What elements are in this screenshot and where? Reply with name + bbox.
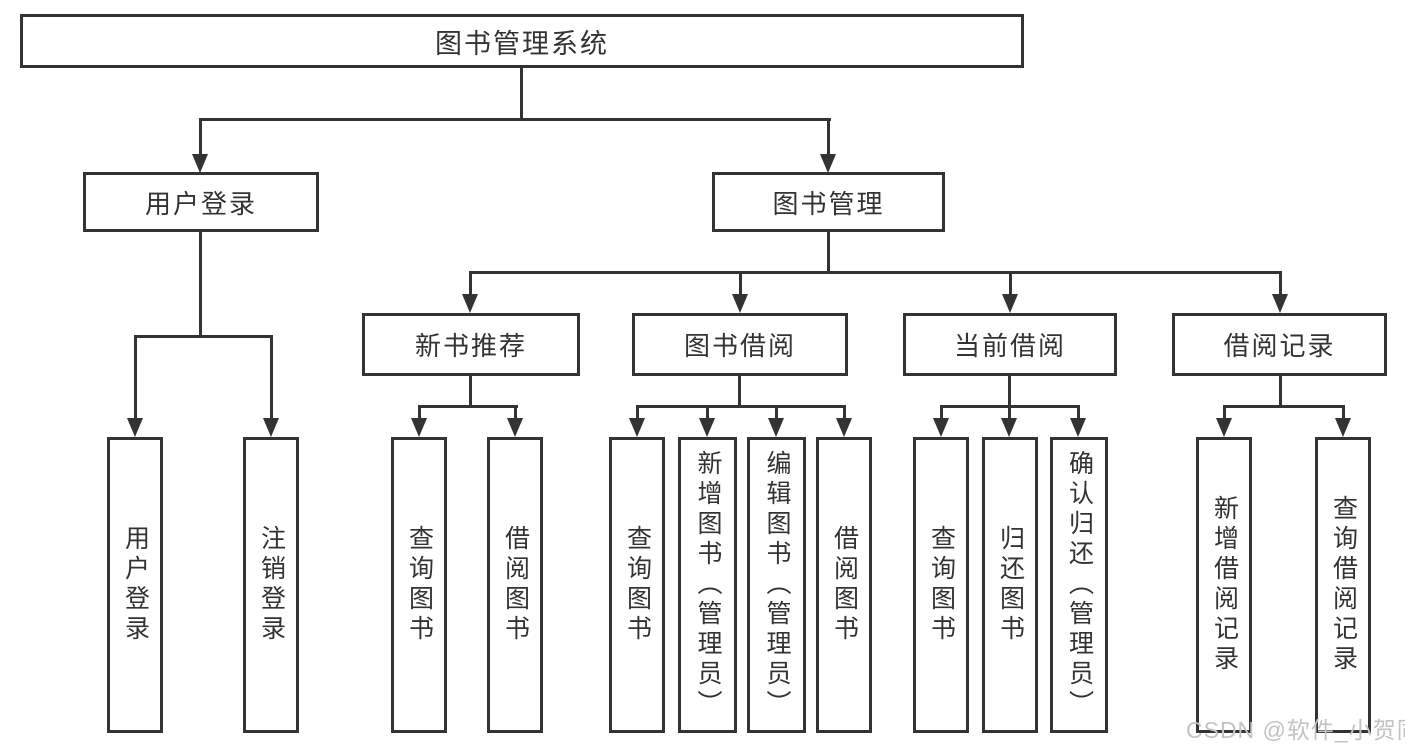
connector-line (1009, 271, 1012, 294)
leaf-label: 归还图书 (996, 525, 1025, 645)
leaf-label: 查询借阅记录 (1329, 495, 1358, 675)
leaf-recommend-borrow-books: 借阅图书 (487, 437, 543, 733)
leaf-current-return-books: 归还图书 (982, 437, 1038, 733)
leaf-label: 注销登录 (257, 525, 286, 645)
connector-line (827, 232, 830, 271)
connector-line (418, 405, 518, 408)
arrow-down-icon (507, 418, 523, 437)
arrow-down-icon (768, 418, 784, 437)
connector-line (1342, 405, 1345, 418)
connector-line (520, 68, 523, 118)
arrow-down-icon (820, 154, 836, 173)
leaf-label: 确认归还（管理员） (1065, 450, 1094, 720)
node-current-borrow: 当前借阅 (903, 313, 1117, 376)
leaf-label: 借阅图书 (501, 525, 530, 645)
node-label: 图书借阅 (683, 331, 796, 361)
arrow-down-icon (1335, 418, 1351, 437)
leaf-recommend-query-books: 查询图书 (391, 437, 447, 733)
connector-line (843, 405, 846, 418)
arrow-down-icon (127, 418, 143, 437)
leaf-label: 新增图书（管理员） (694, 450, 722, 720)
connector-line (469, 376, 472, 405)
leaf-label: 查询图书 (927, 525, 956, 645)
connector-line (1008, 405, 1011, 418)
arrow-down-icon (629, 418, 645, 437)
leaf-label: 新增借阅记录 (1210, 495, 1239, 675)
connector-line (270, 335, 273, 418)
leaf-borrow-query-books: 查询图书 (609, 437, 665, 733)
arrow-down-icon (732, 294, 748, 313)
leaf-logout: 注销登录 (243, 437, 299, 733)
arrow-down-icon (1216, 418, 1232, 437)
node-label: 借阅记录 (1223, 331, 1336, 361)
connector-line (1279, 376, 1282, 405)
leaf-label: 借阅图书 (830, 525, 859, 645)
arrow-down-icon (1002, 294, 1018, 313)
node-borrow-records: 借阅记录 (1172, 313, 1387, 376)
node-label: 新书推荐 (414, 331, 527, 361)
connector-line (469, 271, 472, 294)
connector-line (1223, 405, 1345, 408)
arrow-down-icon (699, 418, 715, 437)
connector-line (134, 335, 273, 338)
connector-line (706, 405, 709, 418)
connector-line (134, 335, 137, 418)
node-label: 图书管理系统 (435, 28, 609, 59)
connector-line (739, 271, 742, 294)
connector-line (636, 405, 639, 418)
connector-line (775, 405, 778, 418)
node-library-management-system: 图书管理系统 (20, 14, 1024, 68)
arrow-down-icon (1272, 294, 1288, 313)
leaf-label: 查询图书 (405, 525, 434, 645)
leaf-records-query-borrow-record: 查询借阅记录 (1315, 437, 1371, 733)
leaf-borrow-borrow-books: 借阅图书 (816, 437, 872, 733)
arrow-down-icon (462, 294, 478, 313)
leaf-borrow-add-books-admin: 新增图书（管理员） (678, 437, 737, 733)
node-label: 用户登录 (144, 188, 257, 219)
arrow-down-icon (1070, 418, 1086, 437)
node-user-login: 用户登录 (83, 172, 319, 232)
arrow-down-icon (836, 418, 852, 437)
arrow-down-icon (933, 418, 949, 437)
leaf-user-login: 用户登录 (107, 437, 163, 733)
node-book-borrow: 图书借阅 (632, 313, 848, 376)
arrow-down-icon (411, 418, 427, 437)
connector-line (418, 405, 421, 418)
leaf-borrow-edit-books-admin: 编辑图书（管理员） (747, 437, 806, 733)
arrow-down-icon (192, 154, 208, 173)
leaf-label: 用户登录 (121, 525, 150, 645)
connector-line (738, 376, 741, 405)
connector-line (636, 405, 846, 408)
connector-line (1077, 405, 1080, 418)
connector-line (199, 118, 831, 121)
connector-line (199, 118, 202, 156)
node-new-book-recommend: 新书推荐 (362, 313, 580, 376)
leaf-label: 查询图书 (623, 525, 652, 645)
connector-line (1279, 271, 1282, 294)
arrow-down-icon (263, 418, 279, 437)
leaf-label: 编辑图书（管理员） (763, 450, 791, 720)
connector-line (199, 232, 202, 335)
csdn-watermark: CSDN @软件_小贺同学 (1186, 717, 1405, 743)
node-book-management: 图书管理 (712, 172, 945, 232)
connector-line (940, 405, 943, 418)
connector-line (469, 271, 1282, 274)
leaf-current-confirm-return-admin: 确认归还（管理员） (1050, 437, 1108, 733)
connector-line (1223, 405, 1226, 418)
node-label: 当前借阅 (953, 331, 1066, 361)
connector-line (514, 405, 517, 418)
connector-line (827, 118, 830, 156)
arrow-down-icon (1001, 418, 1017, 437)
leaf-records-add-borrow-record: 新增借阅记录 (1196, 437, 1252, 733)
node-label: 图书管理 (772, 188, 885, 219)
leaf-current-query-books: 查询图书 (913, 437, 969, 733)
connector-line (1008, 376, 1011, 405)
